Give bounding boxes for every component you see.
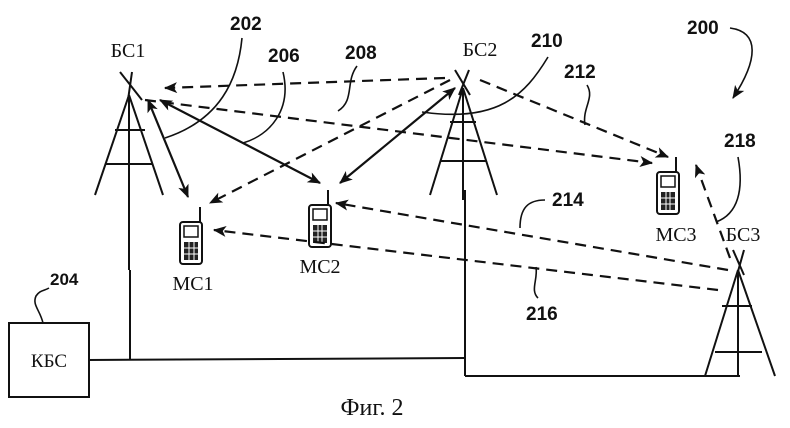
tower-bs1: БС1 [94, 40, 164, 270]
wire-kbs-to-bs2 [87, 357, 466, 361]
link-202-bs1-ms1 [146, 98, 190, 199]
base-station-controller: КБС 204 [8, 270, 90, 398]
ms3-label: МС3 [655, 224, 696, 246]
leader-208 [337, 65, 358, 112]
link-bs1-ms3 [144, 98, 654, 167]
ref-216: 216 [526, 304, 558, 325]
ref-210: 210 [531, 31, 563, 52]
link-210-bs2-ms2 [339, 87, 456, 184]
leader-204 [34, 287, 50, 324]
link-216-bs3-ms1 [212, 225, 719, 292]
ref-202: 202 [230, 14, 262, 35]
ref-218: 218 [724, 131, 756, 152]
leader-212 [583, 84, 591, 126]
leader-214 [519, 199, 546, 229]
ref-212: 212 [564, 62, 596, 83]
bs2-label: БС2 [463, 39, 498, 61]
link-218-bs3-ms3 [694, 163, 732, 259]
leader-206 [242, 71, 286, 144]
reference-numerals: 202 206 208 210 212 214 216 218 200 [164, 14, 756, 325]
leader-216 [533, 266, 539, 299]
ref-214: 214 [552, 190, 584, 211]
controller-box [8, 322, 90, 398]
leader-210 [421, 56, 549, 116]
leader-202 [164, 37, 243, 139]
phone-ms3: МС3 [655, 157, 697, 246]
ms1-label: МС1 [172, 273, 213, 295]
phone-ms1: МС1 [172, 207, 214, 295]
link-208-bs2-bs1 [163, 76, 446, 94]
leader-200 [729, 27, 753, 99]
radio-links [144, 76, 732, 292]
phone-ms2: МС2 [299, 190, 341, 278]
link-206-bs1-ms2 [159, 99, 321, 184]
controller-label: КБС [31, 351, 67, 372]
link-214-bs3-ms2 [334, 199, 729, 272]
leader-218 [715, 156, 741, 223]
ref-208: 208 [345, 43, 377, 64]
tower-bs2: БС2 [429, 39, 498, 200]
bs3-label: БС3 [726, 224, 761, 246]
link-212-bs2-ms3 [479, 78, 670, 159]
ref-204: 204 [50, 270, 79, 289]
figure-caption: Фиг. 2 [341, 395, 404, 421]
ms2-label: МС2 [299, 256, 340, 278]
backhaul-wiring [87, 190, 740, 377]
bs1-label: БС1 [111, 40, 146, 62]
tower-bs3: БС3 [704, 224, 776, 377]
ref-200: 200 [687, 18, 719, 39]
ref-206: 206 [268, 46, 300, 67]
